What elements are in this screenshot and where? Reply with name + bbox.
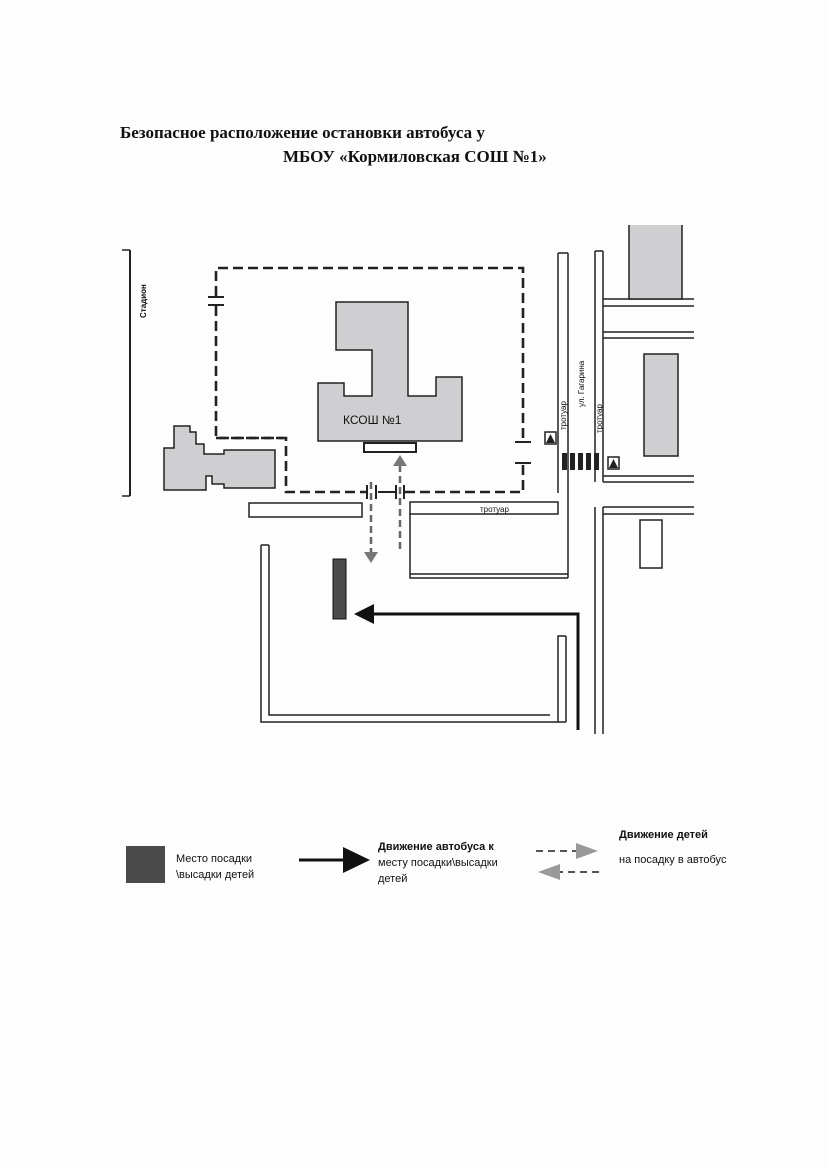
legend-children-line-1: Движение детей bbox=[619, 829, 708, 841]
page-title-line-1: Безопасное расположение остановки автобу… bbox=[120, 123, 485, 142]
legend-bus-line-1: Движение автобуса к bbox=[378, 841, 494, 853]
pedestrian-crossing-sign-icon bbox=[607, 456, 620, 470]
crosswalk bbox=[562, 453, 599, 470]
legend-bus-arrow bbox=[299, 847, 370, 873]
school-fence bbox=[214, 266, 525, 494]
sidewalk-strip bbox=[248, 502, 363, 518]
legend-children-line-2: на посадку в автобус bbox=[619, 854, 727, 866]
bus-stop-place bbox=[332, 558, 347, 620]
sidewalk-label-entrance: тротуар bbox=[480, 505, 510, 514]
bus-route-arrow bbox=[354, 604, 580, 730]
legend-children-arrows bbox=[536, 843, 600, 880]
legend-bus-movement: Движение автобуса к месту посадки\высадк… bbox=[378, 839, 498, 887]
legend-stop-place-line-1: Место посадки bbox=[176, 853, 253, 865]
legend-stop-place-line-2: \высадки детей bbox=[176, 869, 255, 881]
page-title-line-2: МБОУ «Кормиловская СОШ №1» bbox=[283, 147, 547, 166]
school-label: КСОШ №1 bbox=[343, 413, 402, 427]
fence-gates bbox=[208, 296, 531, 499]
sidewalk-label-left: тротуар bbox=[559, 401, 568, 431]
stadium-label: Стадион bbox=[139, 284, 148, 318]
school-porch bbox=[363, 442, 417, 453]
legend-stop-place: Место посадки \высадки детей bbox=[176, 851, 254, 883]
annex-building bbox=[163, 425, 276, 491]
right-buildings bbox=[628, 225, 683, 569]
legend-bus-line-3: детей bbox=[378, 873, 408, 885]
legend-bus-line-2: месту посадки\высадки bbox=[378, 857, 498, 869]
sidewalk-label-right: тротуар bbox=[595, 404, 604, 434]
pedestrian-crossing-sign-icon bbox=[544, 431, 557, 445]
school-building: КСОШ №1 bbox=[317, 301, 463, 453]
legend-stop-place-swatch bbox=[126, 846, 165, 883]
street-gagarina: тротуар ул. Гагарина тротуар bbox=[557, 250, 604, 734]
bus-road bbox=[260, 544, 567, 723]
street-label: ул. Гагарина bbox=[577, 360, 586, 407]
children-route-arrows bbox=[364, 455, 407, 563]
entrance-sidewalk: тротуар bbox=[409, 501, 568, 579]
stadium-boundary: Стадион bbox=[122, 249, 148, 497]
